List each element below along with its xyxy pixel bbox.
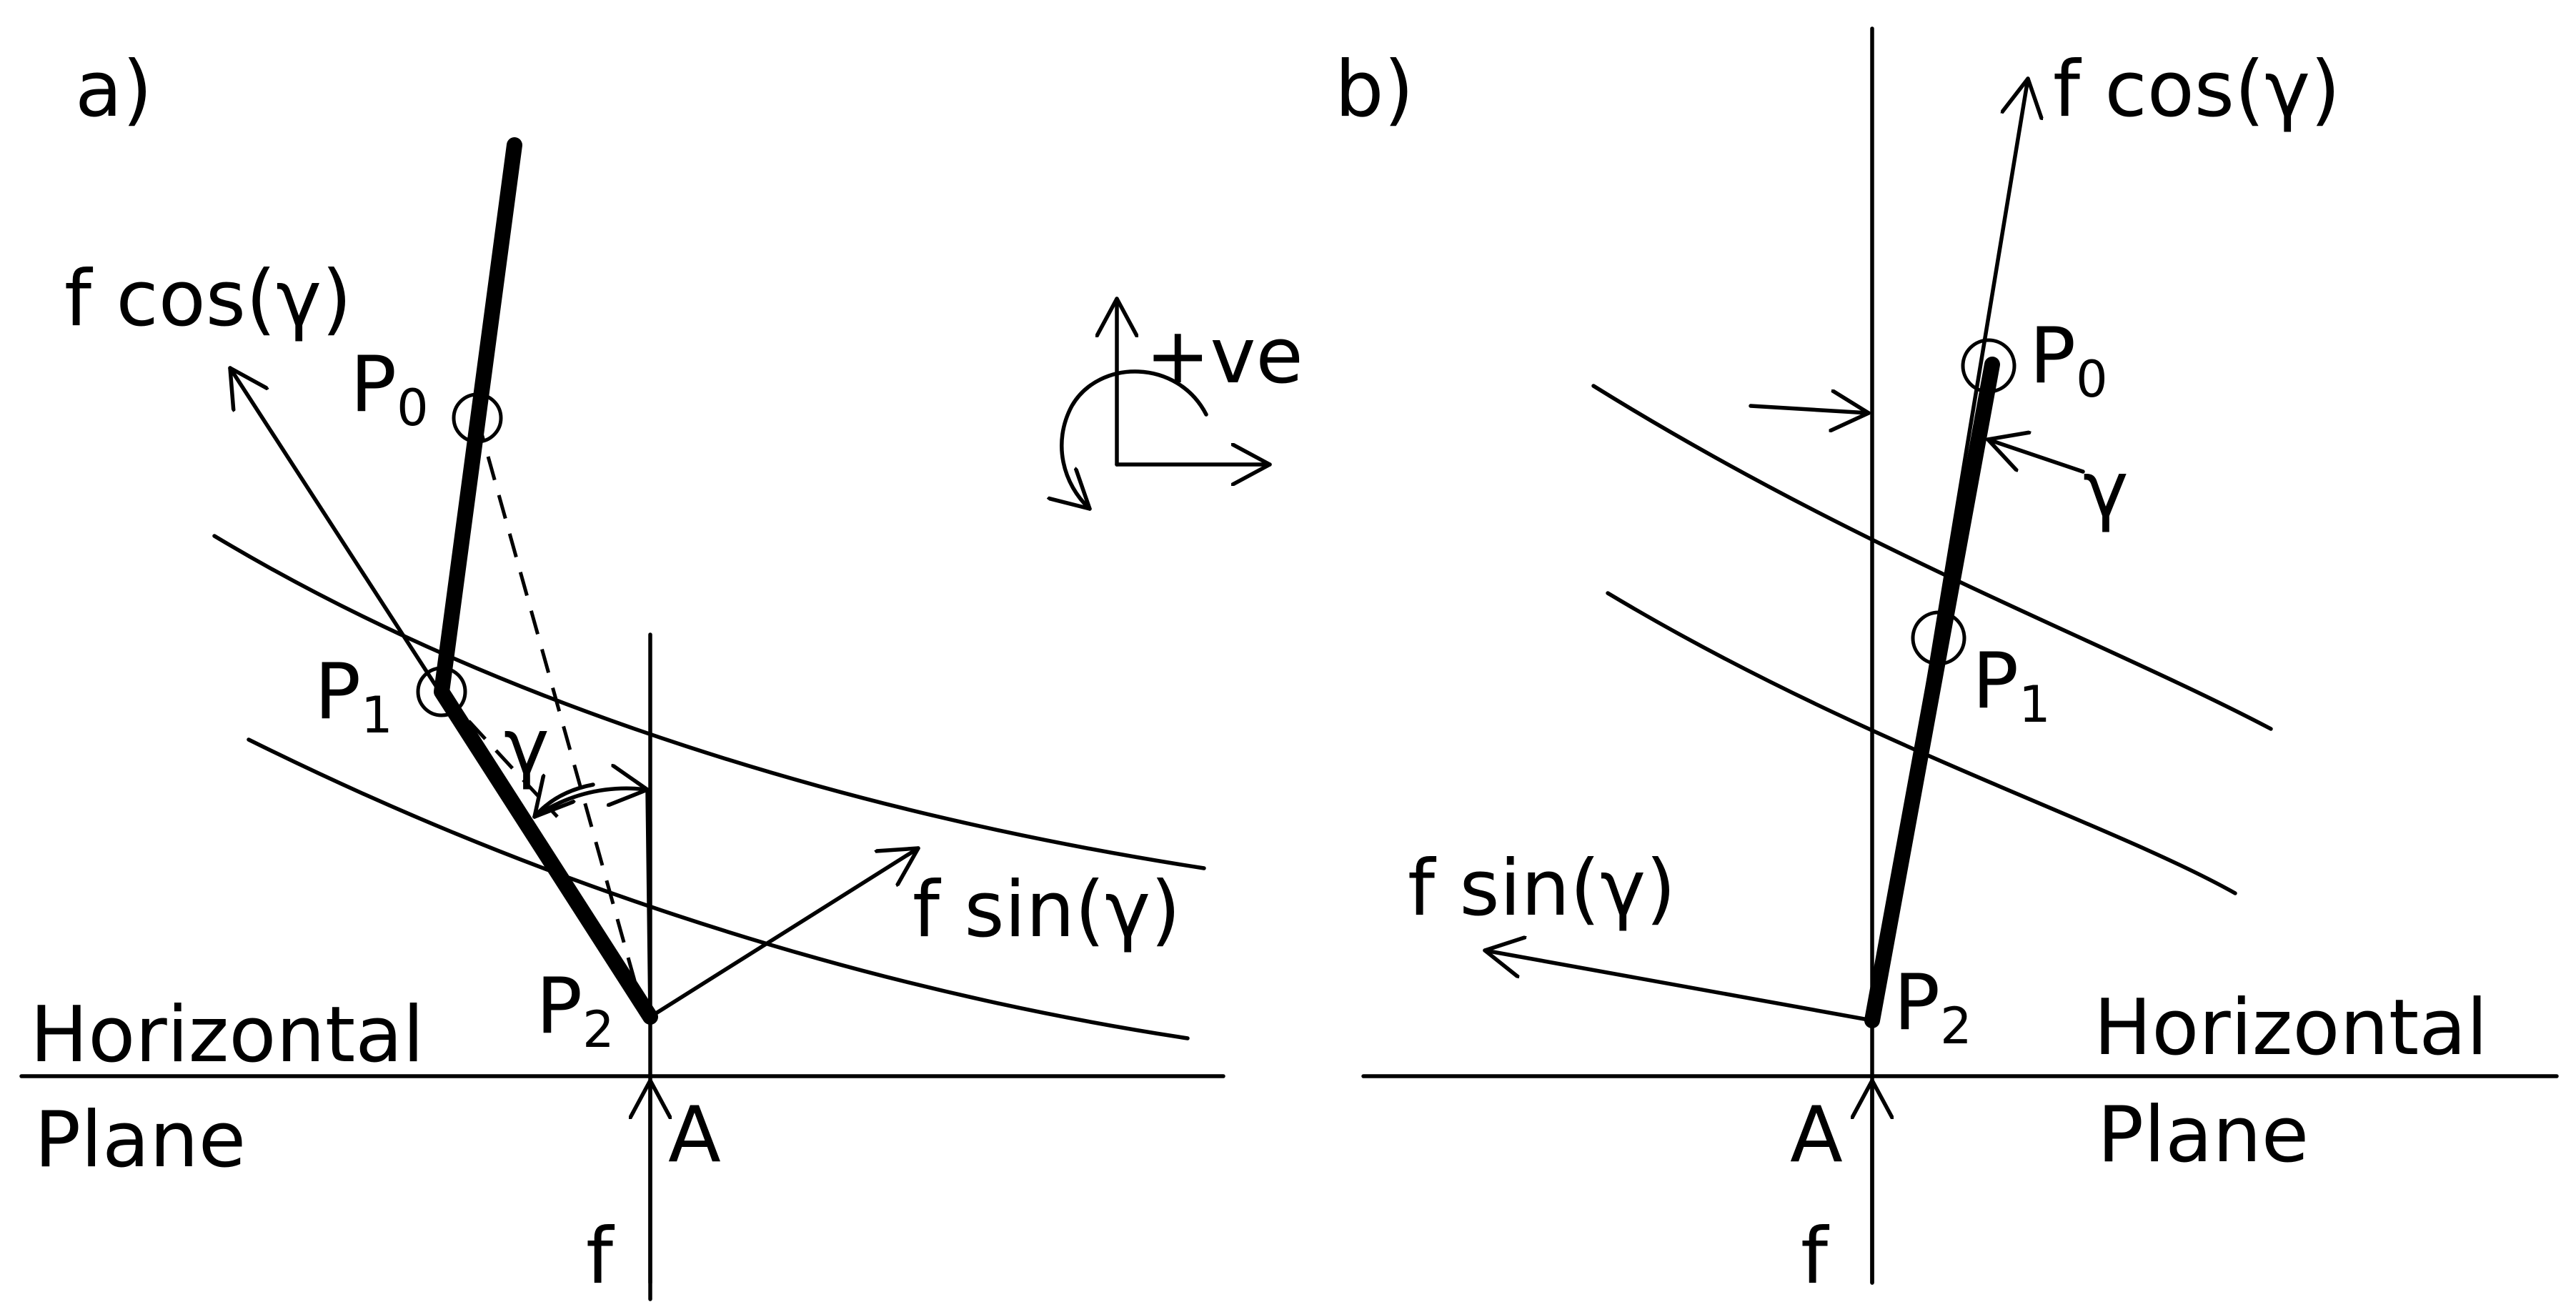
sign-convention-rotation-arrow: [1062, 369, 1208, 511]
sign-convention-label: +ve: [1145, 312, 1303, 401]
panel-b-tag: b): [1335, 45, 1414, 134]
panel-b-f-label: f: [1801, 1212, 1830, 1301]
panel-b: b) f cos(γ) f sin(γ) f γ A P0: [1335, 26, 2559, 1301]
panel-a-p1-label: P1: [314, 647, 393, 745]
panel-a-p0-label: P0: [350, 340, 429, 437]
panel-a-p0-marker: [452, 392, 503, 444]
panel-b-plane-label-line2: Plane: [2097, 1090, 2309, 1180]
panel-a-angle-arc-start: [532, 785, 595, 819]
panel-a-f-sin-arrow: [648, 846, 920, 1019]
panel-b-p1-label: P1: [1972, 637, 2051, 734]
panel-a-f-sin-label: f sin(γ): [912, 865, 1180, 955]
panel-b-lower-curve: [1606, 591, 2237, 895]
panel-a-p2-marker: [643, 1010, 657, 1024]
panel-b-angle-arrow-right: [1986, 439, 2085, 474]
panel-a-gamma-label: γ: [504, 702, 549, 792]
panel-a-upper-curve: [212, 534, 1206, 870]
panel-a-f-cos-label: f cos(γ): [64, 254, 352, 344]
panel-a-p2-label: P2: [536, 962, 615, 1059]
panel-b-p0-label: P0: [2029, 312, 2108, 409]
panel-a-lower-curve: [247, 737, 1190, 1040]
panel-b-plane-label-line1: Horizontal: [2094, 983, 2487, 1073]
panel-b-p2-label: P2: [1894, 958, 1972, 1055]
panel-a-tag: a): [75, 45, 152, 134]
panel-b-gamma-label: γ: [2083, 445, 2129, 535]
panel-b-f-cos-label: f cos(γ): [2053, 45, 2340, 134]
panel-a-anchor-label: A: [668, 1090, 721, 1180]
sign-convention: +ve: [1062, 297, 1303, 511]
panel-b-p1-marker: [1911, 610, 1966, 666]
panel-a-plane-label-line1: Horizontal: [30, 990, 424, 1080]
panel-a-dashed-p0-p2: [475, 417, 645, 1012]
panel-b-rod: [1864, 357, 2000, 1028]
panel-b-f-sin-label: f sin(γ): [1408, 844, 1676, 933]
panel-a-p1-marker: [416, 666, 467, 717]
panel-a-f-label: f: [586, 1212, 615, 1301]
panel-a-rod: [434, 137, 658, 1025]
panel-b-upper-curve: [1591, 384, 2273, 731]
panel-b-angle-arrow-left: [1749, 406, 1871, 413]
panel-b-anchor-label: A: [1790, 1090, 1843, 1180]
panel-a-plane-label-line2: Plane: [34, 1095, 246, 1185]
panel-a: a) f cos(γ) f sin(γ) f γ A P: [19, 45, 1225, 1301]
panel-a-p2-riser: [645, 787, 652, 1019]
panel-b-p0-marker: [1961, 338, 2016, 394]
panel-b-p2-marker: [1865, 1013, 1879, 1028]
panel-b-f-sin-arrow: [1483, 950, 1874, 1023]
